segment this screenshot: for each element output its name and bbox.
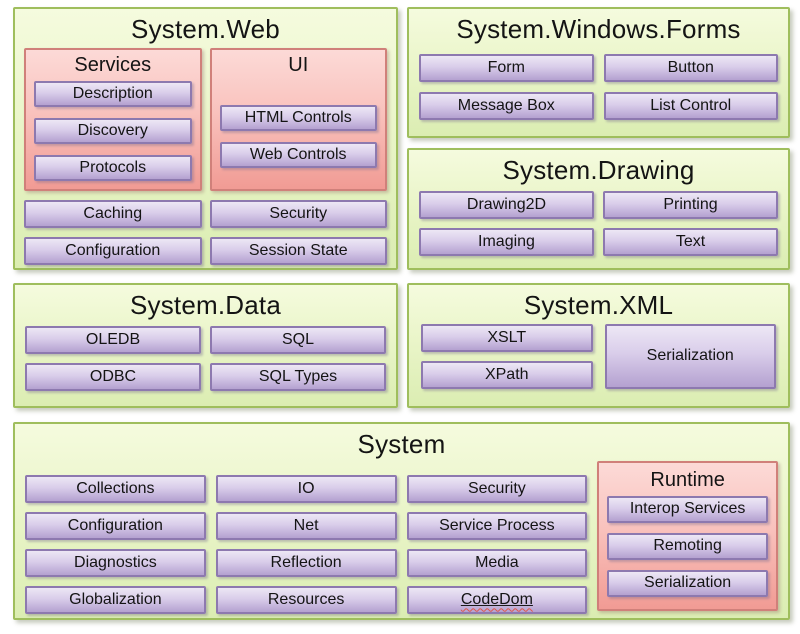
item-drawing2d: Drawing2D [419, 190, 594, 219]
item-io: IO [215, 474, 397, 503]
item-imaging: Imaging [419, 227, 594, 256]
item-reflection: Reflection [215, 548, 397, 577]
system-group: System Collections Configuration Diagnos… [13, 422, 790, 620]
item-security: Security [406, 474, 588, 503]
item-sql: SQL [210, 325, 386, 354]
system-xml-title: System.XML [523, 290, 674, 320]
item-odbc: ODBC [25, 362, 201, 391]
item-configuration: Configuration [25, 511, 206, 540]
item-interop-services: Interop Services [607, 495, 768, 523]
item-html-controls: HTML Controls [219, 104, 377, 131]
item-xslt: XSLT [421, 323, 593, 352]
runtime-subgroup: Runtime Interop Services Remoting Serial… [597, 460, 778, 611]
item-protocols: Protocols [34, 154, 192, 181]
item-codedom: CodeDom [406, 585, 588, 614]
system-data-title: System.Data [129, 290, 282, 320]
item-discovery: Discovery [34, 117, 192, 144]
system-drawing-group: System.Drawing Drawing2D Printing Imagin… [407, 148, 790, 270]
item-net: Net [215, 511, 397, 540]
item-globalization: Globalization [25, 585, 206, 614]
item-resources: Resources [215, 585, 397, 614]
system-drawing-title: System.Drawing [502, 155, 695, 185]
item-web-security: Security [209, 199, 387, 228]
system-column-1: Collections Configuration Diagnostics Gl… [25, 474, 206, 614]
system-data-group: System.Data OLEDB SQL ODBC SQL Types [13, 283, 398, 408]
item-runtime-serialization: Serialization [607, 569, 768, 597]
item-session-state: Session State [209, 236, 387, 265]
item-printing: Printing [603, 190, 778, 219]
services-items: Description Discovery Protocols [34, 80, 192, 181]
item-xml-serialization: Serialization [604, 323, 776, 389]
ui-items: HTML Controls Web Controls [219, 104, 377, 168]
system-column-3: Security Service Process Media CodeDom [406, 474, 588, 614]
item-oledb: OLEDB [25, 325, 201, 354]
item-list-control: List Control [603, 91, 778, 120]
item-button: Button [603, 53, 778, 82]
item-web-controls: Web Controls [219, 141, 377, 168]
item-collections: Collections [25, 474, 206, 503]
ui-subgroup: UI HTML Controls Web Controls [209, 47, 387, 191]
system-xml-left-column: XSLT XPath [421, 323, 593, 389]
system-windows-forms-body: Form Button Message Box List Control [409, 53, 788, 120]
ui-title: UI [288, 53, 309, 76]
system-data-body: OLEDB SQL ODBC SQL Types [15, 325, 396, 391]
item-caching: Caching [24, 199, 202, 228]
system-web-body: Services Description Discovery Protocols… [15, 47, 396, 265]
item-form: Form [419, 53, 594, 82]
item-media: Media [406, 548, 588, 577]
system-windows-forms-title: System.Windows.Forms [456, 14, 741, 44]
system-xml-group: System.XML XSLT XPath Serialization [407, 283, 790, 408]
system-windows-forms-group: System.Windows.Forms Form Button Message… [407, 7, 790, 138]
item-sql-types: SQL Types [210, 362, 386, 391]
item-xpath: XPath [421, 360, 593, 389]
item-remoting: Remoting [607, 532, 768, 560]
item-description: Description [34, 80, 192, 107]
runtime-title: Runtime [650, 468, 725, 491]
codedom-label: CodeDom [460, 590, 533, 608]
item-service-process: Service Process [406, 511, 588, 540]
services-title: Services [74, 53, 152, 76]
runtime-items: Interop Services Remoting Serialization [607, 495, 768, 597]
system-title: System [357, 429, 446, 459]
item-text: Text [603, 227, 778, 256]
system-body: Collections Configuration Diagnostics Gl… [15, 460, 788, 614]
system-column-2: IO Net Reflection Resources [215, 474, 397, 614]
system-web-group: System.Web Services Description Discover… [13, 7, 398, 270]
item-web-configuration: Configuration [24, 236, 202, 265]
services-subgroup: Services Description Discovery Protocols [24, 47, 202, 191]
system-drawing-body: Drawing2D Printing Imaging Text [409, 190, 788, 256]
system-web-title: System.Web [131, 14, 280, 44]
system-xml-body: XSLT XPath Serialization [409, 323, 788, 389]
item-message-box: Message Box [419, 91, 594, 120]
item-diagnostics: Diagnostics [25, 548, 206, 577]
